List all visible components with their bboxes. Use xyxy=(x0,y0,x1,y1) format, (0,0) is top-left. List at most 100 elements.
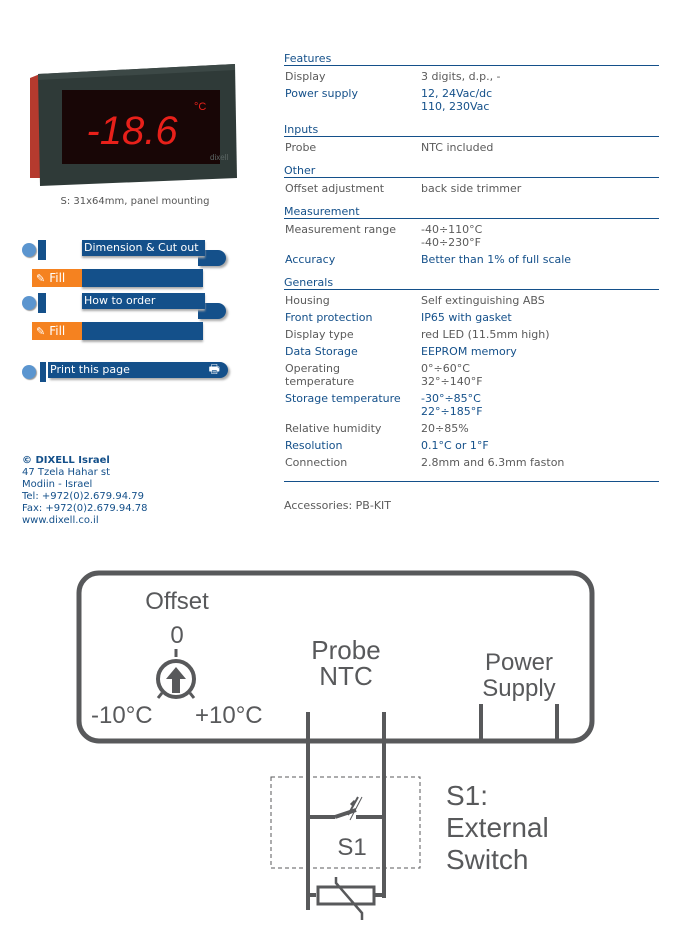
section-header: Other xyxy=(284,164,659,178)
spec-value: 20÷85% xyxy=(421,422,659,435)
fax: Fax: +972(0)2.679.94.78 xyxy=(22,503,148,514)
spec-value: 0.1°C or 1°F xyxy=(421,439,659,452)
spec-key: Data Storage xyxy=(285,345,358,358)
section-header: Generals xyxy=(284,276,659,290)
spec-key: Display type xyxy=(285,328,354,341)
spec-value-line: NTC included xyxy=(421,141,494,154)
address-line: 47 Tzela Hahar st xyxy=(22,467,111,478)
bullet-icon xyxy=(22,243,36,257)
bar-stub xyxy=(40,362,46,382)
bar-cap xyxy=(198,250,226,266)
spec-value: -40÷110°C-40÷230°F xyxy=(421,223,659,249)
spec-value: EEPROM memory xyxy=(421,345,659,358)
how-to-order-button[interactable]: How to order ✎Fill xyxy=(22,291,232,351)
spec-key: Measurement range xyxy=(285,223,396,236)
legend-line: External xyxy=(446,812,549,843)
accessories: Accessories: PB-KIT xyxy=(284,499,391,512)
spec-value-line: back side trimmer xyxy=(421,182,522,195)
spec-key: Connection xyxy=(285,456,348,469)
divider xyxy=(284,481,659,482)
separator xyxy=(47,362,48,384)
spec-key: Storage temperature xyxy=(285,392,401,405)
button-label[interactable]: Dimension & Cut out xyxy=(82,240,205,256)
spec-value-line: 22°÷185°F xyxy=(421,405,483,418)
spec-value-line: 20÷85% xyxy=(421,422,469,435)
spec-value: Better than 1% of full scale xyxy=(421,253,659,266)
print-bar[interactable]: Print this page🖶 xyxy=(48,362,228,378)
power-label: Power xyxy=(485,649,553,676)
section-header: Features xyxy=(284,52,659,66)
spec-value-line: 3 digits, d.p., - xyxy=(421,70,501,83)
legend-line: Switch xyxy=(446,844,528,875)
switch-contact xyxy=(334,808,357,819)
print-label: Print this page xyxy=(50,363,130,376)
spec-value: 3 digits, d.p., - xyxy=(421,70,659,83)
switch-label: S1 xyxy=(337,834,366,861)
spec-row: Data Storage EEPROM memory xyxy=(284,345,659,358)
spec-row: Housing Self extinguishing ABS xyxy=(284,294,659,307)
product-image: -18.6 °C dixell xyxy=(30,64,237,186)
spec-key: Power supply xyxy=(285,87,358,100)
bar-stub xyxy=(38,293,46,313)
section-header: Inputs xyxy=(284,123,659,137)
address-line: Modiin - Israel xyxy=(22,479,93,490)
switch-actuator-icon xyxy=(347,796,363,821)
spec-value-line: 110, 230Vac xyxy=(421,100,490,113)
spec-key: Housing xyxy=(285,294,330,307)
spec-value: NTC included xyxy=(421,141,659,154)
spec-value-line: -30°÷85°C xyxy=(421,392,481,405)
print-page-button[interactable]: Print this page🖶 xyxy=(22,360,232,384)
fill-label: Fill xyxy=(49,324,66,338)
fill-button[interactable]: ✎Fill xyxy=(32,322,82,340)
spec-value-line: -40÷110°C xyxy=(421,223,483,236)
spec-row: Connection 2.8mm and 6.3mm faston xyxy=(284,456,659,469)
probe-type: NTC xyxy=(319,661,372,691)
bar-stub xyxy=(38,240,46,260)
ntc-thermistor-icon xyxy=(316,877,376,920)
spec-key: Offset adjustment xyxy=(285,182,385,195)
offset-trimmer-icon xyxy=(156,649,196,699)
spec-value-line: red LED (11.5mm high) xyxy=(421,328,550,341)
spec-value-line: -40÷230°F xyxy=(421,236,482,249)
button-label[interactable]: How to order xyxy=(82,293,205,309)
probe-label: Probe xyxy=(311,635,380,665)
bar-cap xyxy=(198,303,226,319)
phone: Tel: +972(0)2.679.94.79 xyxy=(22,491,144,502)
spec-key: Front protection xyxy=(285,311,373,324)
company-name: © DIXELL Israel xyxy=(22,455,110,466)
bullet-icon xyxy=(22,365,36,379)
dimension-cutout-button[interactable]: Dimension & Cut out ✎Fill xyxy=(22,238,232,298)
spec-value-line: 0.1°C or 1°F xyxy=(421,439,489,452)
product-caption: S: 31x64mm, panel mounting xyxy=(60,196,210,207)
wiring-diagram: Offset 0 -10°C +10°C Probe NTC Power Sup… xyxy=(76,570,595,920)
spec-value-line: 12, 24Vac/dc xyxy=(421,87,493,100)
legend-title: S1: xyxy=(446,780,488,811)
spec-key: Accuracy xyxy=(285,253,336,266)
website-link[interactable]: www.dixell.co.il xyxy=(22,515,99,526)
led-unit: °C xyxy=(194,101,206,113)
spec-value-line: Better than 1% of full scale xyxy=(421,253,572,266)
fill-button[interactable]: ✎Fill xyxy=(32,269,82,287)
spec-value: 2.8mm and 6.3mm faston xyxy=(421,456,659,469)
supply-label: Supply xyxy=(482,675,555,702)
spec-value-line: 32°÷140°F xyxy=(421,375,483,388)
spec-key: Display xyxy=(285,70,326,83)
offset-min: -10°C xyxy=(91,702,153,729)
spec-key: Probe xyxy=(285,141,317,154)
offset-max: +10°C xyxy=(195,702,263,729)
spec-row: Probe NTC included xyxy=(284,141,659,154)
bullet-icon xyxy=(22,296,36,310)
edit-icon: ✎ xyxy=(36,325,46,338)
spec-value: Self extinguishing ABS xyxy=(421,294,659,307)
brand-mark: dixell xyxy=(210,153,228,162)
spec-row: Display type red LED (11.5mm high) xyxy=(284,328,659,341)
offset-label: Offset xyxy=(145,588,209,615)
spec-row: Accuracy Better than 1% of full scale xyxy=(284,253,659,266)
